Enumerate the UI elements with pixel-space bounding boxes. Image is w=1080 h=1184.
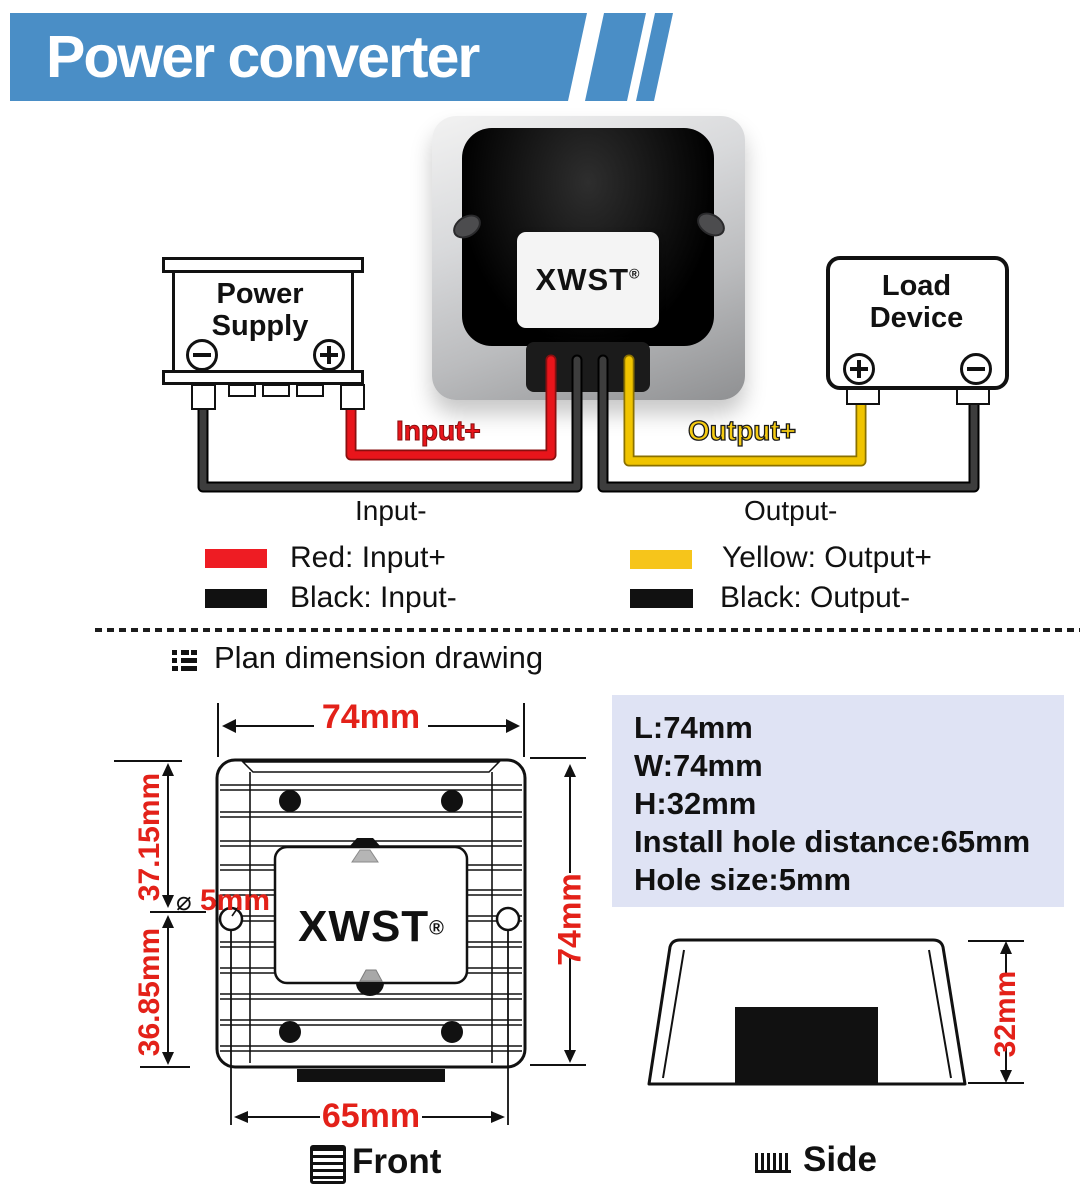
registered-mark: ® [429, 917, 444, 940]
dashed-divider [95, 628, 1080, 632]
converter-brand-label: XWST® [517, 232, 659, 328]
power-supply-small-tab [296, 384, 324, 397]
bolt-icon [441, 790, 463, 812]
power-supply-small-tab [228, 384, 256, 397]
registered-mark: ® [629, 265, 641, 282]
front-view-brand-label: XWST® [280, 902, 462, 952]
bolt-icon [441, 1021, 463, 1043]
legend-label: Black: Input- [290, 581, 457, 614]
plus-terminal-icon [313, 339, 345, 371]
legend-label: Black: Output- [720, 581, 911, 614]
side-view-label: Side [803, 1140, 877, 1179]
minus-terminal-icon [960, 353, 992, 385]
dim-hole-diameter: ⌀ 5mm [176, 884, 271, 917]
bolt-icon [279, 1021, 301, 1043]
power-supply-terminal-tab [340, 384, 365, 410]
bolt-icon [279, 790, 301, 812]
page-title: Power converter [46, 24, 479, 90]
spec-line: Hole size:5mm [634, 862, 852, 897]
spec-box: L:74mm W:74mm H:32mm Install hole distan… [612, 695, 1064, 907]
dim-hole-distance: 65mm [321, 1097, 421, 1135]
load-device-title: Load Device [869, 270, 964, 334]
dim-top-width: 74mm [321, 698, 421, 736]
side-view-drawing [647, 938, 1024, 1086]
legend-swatch-black [630, 589, 693, 608]
diameter-symbol: ⌀ [176, 886, 192, 916]
power-supply-bottom-cap [162, 370, 364, 385]
legend-swatch-red [205, 549, 267, 568]
spec-line: Install hole distance:65mm [634, 824, 1031, 859]
side-view-icon [755, 1153, 791, 1173]
minus-terminal-icon [186, 339, 218, 371]
brand-text: XWST [535, 262, 630, 297]
legend-label: Red: Input+ [290, 541, 446, 574]
power-supply-title: Power Supply [211, 278, 309, 342]
dim-side-height: 32mm [989, 970, 1022, 1058]
power-supply-small-tab [262, 384, 290, 397]
dim-left-upper: 37.15mm [133, 772, 166, 902]
output-plus-label: Output+ [687, 414, 797, 446]
spec-line: L:74mm [634, 710, 753, 745]
output-minus-label: Output- [744, 495, 838, 526]
input-plus-label: Input+ [396, 415, 482, 447]
section-heading: Plan dimension drawing [214, 640, 544, 675]
power-supply-terminal-tab [191, 384, 216, 410]
spec-line: H:32mm [634, 786, 757, 821]
plus-terminal-icon [843, 353, 875, 385]
plan-drawing-icon [172, 650, 197, 671]
legend-swatch-black [205, 589, 267, 608]
converter-connector [526, 342, 650, 392]
title-banner: Power converter [10, 13, 587, 101]
brand-text: XWST [298, 902, 430, 951]
legend-label: Yellow: Output+ [722, 541, 932, 574]
install-hole-icon [495, 906, 521, 932]
dim-left-lower: 36.85mm [133, 927, 166, 1057]
legend-swatch-yellow [630, 550, 692, 569]
input-minus-label: Input- [355, 495, 427, 526]
front-view-icon [310, 1145, 346, 1184]
dim-right-height: 74mm [551, 873, 588, 966]
spec-line: W:74mm [634, 748, 763, 783]
banner-slash-icon [585, 13, 646, 101]
front-view-label: Front [352, 1142, 442, 1181]
